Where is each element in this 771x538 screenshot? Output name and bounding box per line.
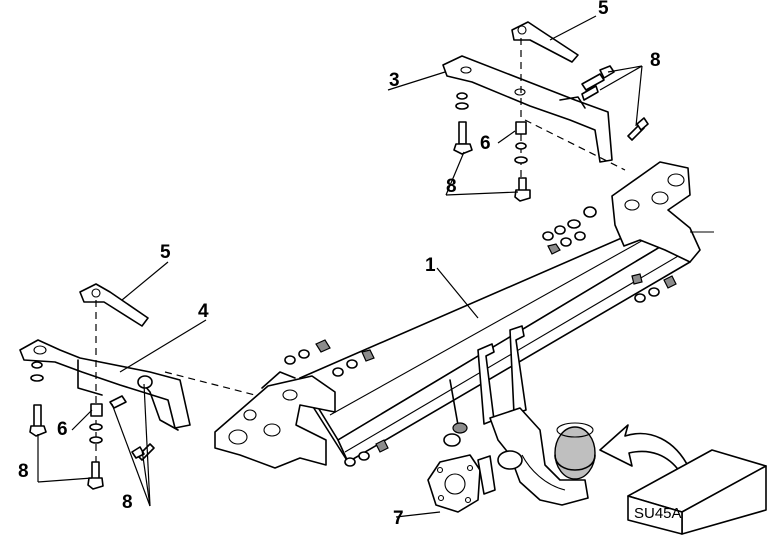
alignment-line-left <box>164 371 256 396</box>
callout-4: 4 <box>198 301 209 322</box>
callout-5-right: 5 <box>598 0 609 19</box>
callout-numbers: 1 3 4 5 5 6 6 7 8 8 8 8 <box>18 0 661 529</box>
nuts-washers-crossbar <box>284 206 677 467</box>
callout-8-left-group: 8 <box>122 492 133 513</box>
callout-8-right-top: 8 <box>650 50 661 71</box>
tow-neck-and-ball <box>489 407 596 506</box>
plate-part-5-right <box>511 21 579 63</box>
callout-7: 7 <box>393 508 404 529</box>
right-mount-plate <box>611 161 714 263</box>
callout-1: 1 <box>425 255 436 276</box>
leader-lines <box>37 15 643 518</box>
callout-6-left: 6 <box>57 419 68 440</box>
alignment-line-right <box>524 119 626 171</box>
curved-arrow <box>599 424 690 473</box>
plate-part-5-left <box>79 283 149 327</box>
callout-8-left-bottom: 8 <box>18 461 29 482</box>
callout-3: 3 <box>389 70 400 91</box>
module-box-label: SU45A <box>634 505 682 522</box>
socket-pin <box>443 379 468 447</box>
tow-ball <box>554 426 596 480</box>
callout-6-right: 6 <box>480 133 491 154</box>
callout-8-right-bottom: 8 <box>446 176 457 197</box>
bracket-part-3 <box>442 55 613 163</box>
callout-5-left: 5 <box>160 242 171 263</box>
bolts-part-8-left <box>29 361 155 490</box>
socket-plate-part-7 <box>427 454 496 513</box>
left-mount-plate <box>214 371 336 469</box>
bracket-part-4 <box>19 339 191 431</box>
module-box: SU45A <box>627 449 767 535</box>
bolts-part-8-right <box>453 65 649 202</box>
